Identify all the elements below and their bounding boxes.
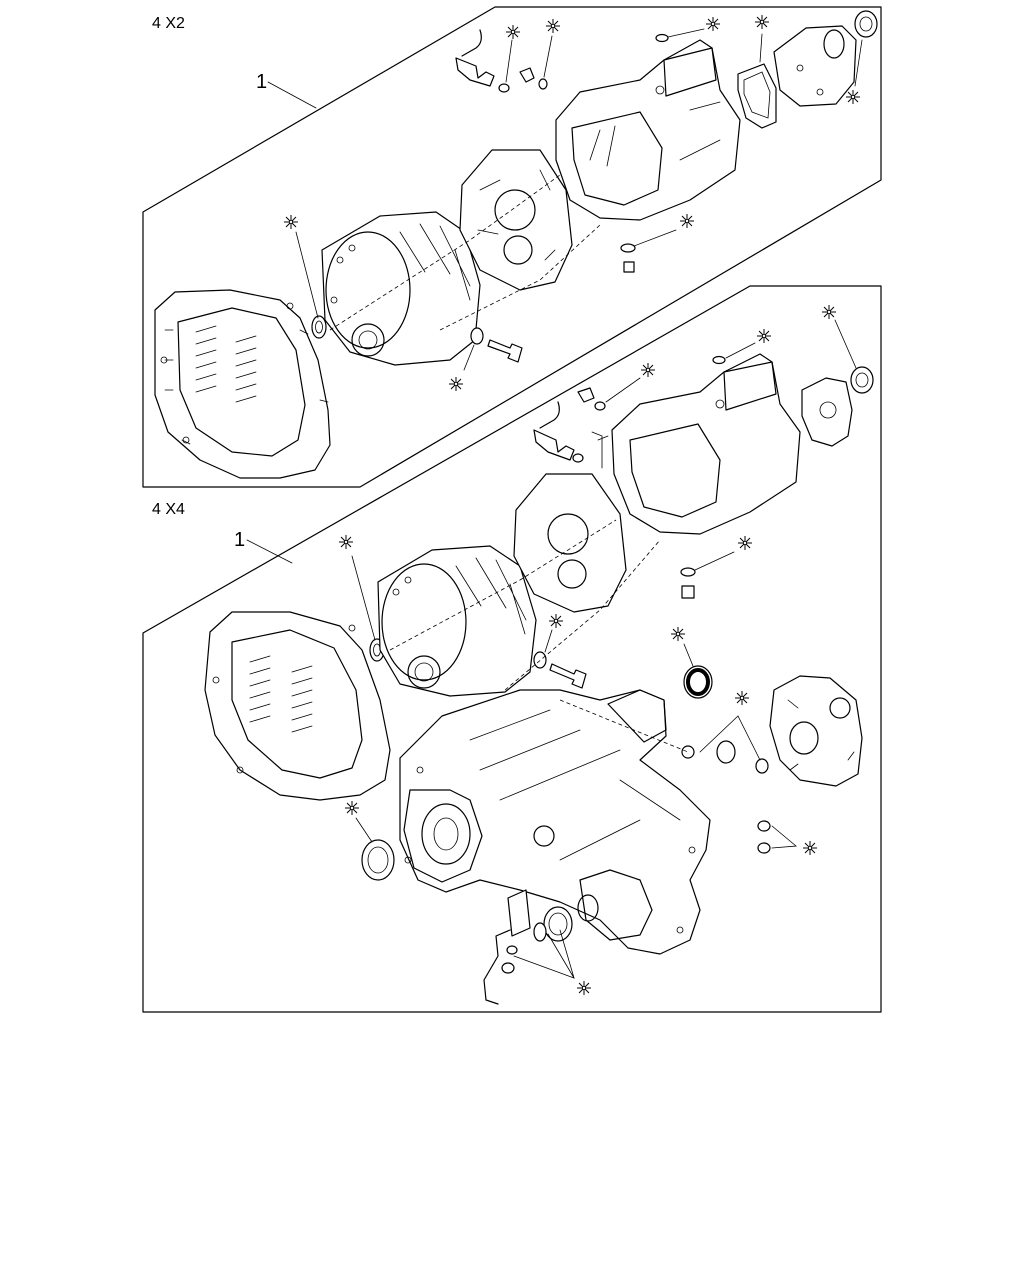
section-4x2: 4 X2 1 <box>142 6 882 488</box>
section-title-4x2: 4 X2 <box>152 15 185 32</box>
callout-4x4: 1 <box>234 529 245 551</box>
section-4x4: 4 X4 1 <box>142 285 882 1013</box>
sensor-4x4 <box>533 401 575 461</box>
rear-seal-4x2 <box>854 10 878 38</box>
plug-4x4 <box>577 387 595 403</box>
bell-housing-4x4 <box>204 611 391 801</box>
speed-sensor-4x4 <box>483 889 531 1005</box>
transfer-cover-4x4 <box>801 377 853 447</box>
transfer-case-4x4 <box>399 689 711 955</box>
frame-4x4 <box>142 285 882 1013</box>
main-case-4x2 <box>321 211 481 366</box>
output-rings-4x4 <box>533 906 573 942</box>
bell-housing-4x2 <box>154 289 331 479</box>
frame-4x2 <box>142 6 882 488</box>
bolt-4x2 <box>470 327 523 363</box>
plug-4x2 <box>519 67 535 83</box>
extension-housing-4x2 <box>555 39 741 221</box>
rear-seal-4x4 <box>850 366 874 394</box>
output-seal-4x4 <box>361 839 395 881</box>
pump-housing-4x4 <box>769 675 863 787</box>
drain-plug-4x2 <box>623 261 635 273</box>
gasket-4x2 <box>737 63 777 129</box>
adapter-plate-4x2 <box>459 149 573 291</box>
bolt-4x4 <box>533 651 587 689</box>
top-seal-4x4 <box>683 665 713 699</box>
callout-4x2: 1 <box>256 71 267 93</box>
extension-housing-4x4 <box>611 353 801 535</box>
main-case-4x4 <box>377 545 537 697</box>
adapter-plate-4x4 <box>513 473 627 613</box>
section-title-4x4: 4 X4 <box>152 501 185 518</box>
rear-housing-4x2 <box>773 25 857 107</box>
oil-seal-4x2 <box>311 315 327 339</box>
sensor-4x2 <box>455 29 495 87</box>
